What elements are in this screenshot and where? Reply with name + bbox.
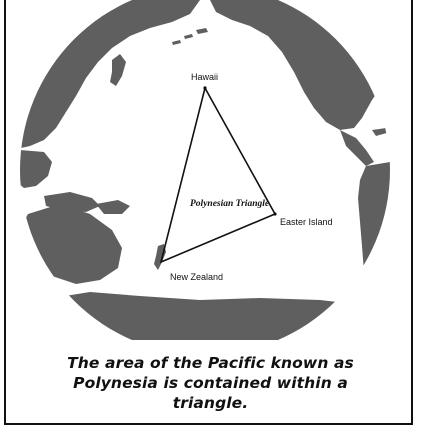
southeast-asia-landmass [20, 150, 52, 188]
central-america-landmass [340, 130, 374, 166]
new-guinea-landmass [96, 200, 130, 214]
new-zealand-landmass [154, 244, 166, 270]
globe-map: Hawaii Polynesian Triangle Easter Island… [20, 0, 390, 340]
japan-landmass [110, 54, 126, 86]
label-easter-island: Easter Island [280, 217, 333, 227]
caribbean-islands [372, 128, 390, 142]
label-new-zealand: New Zealand [170, 272, 223, 282]
aleutian-islands [172, 28, 208, 45]
polynesian-triangle [159, 85, 277, 264]
south-america-landmass [358, 162, 390, 340]
label-hawaii: Hawaii [191, 72, 218, 82]
figure-caption: The area of the Pacific known as Polynes… [67, 354, 354, 412]
label-polynesian-triangle: Polynesian Triangle [190, 199, 270, 209]
